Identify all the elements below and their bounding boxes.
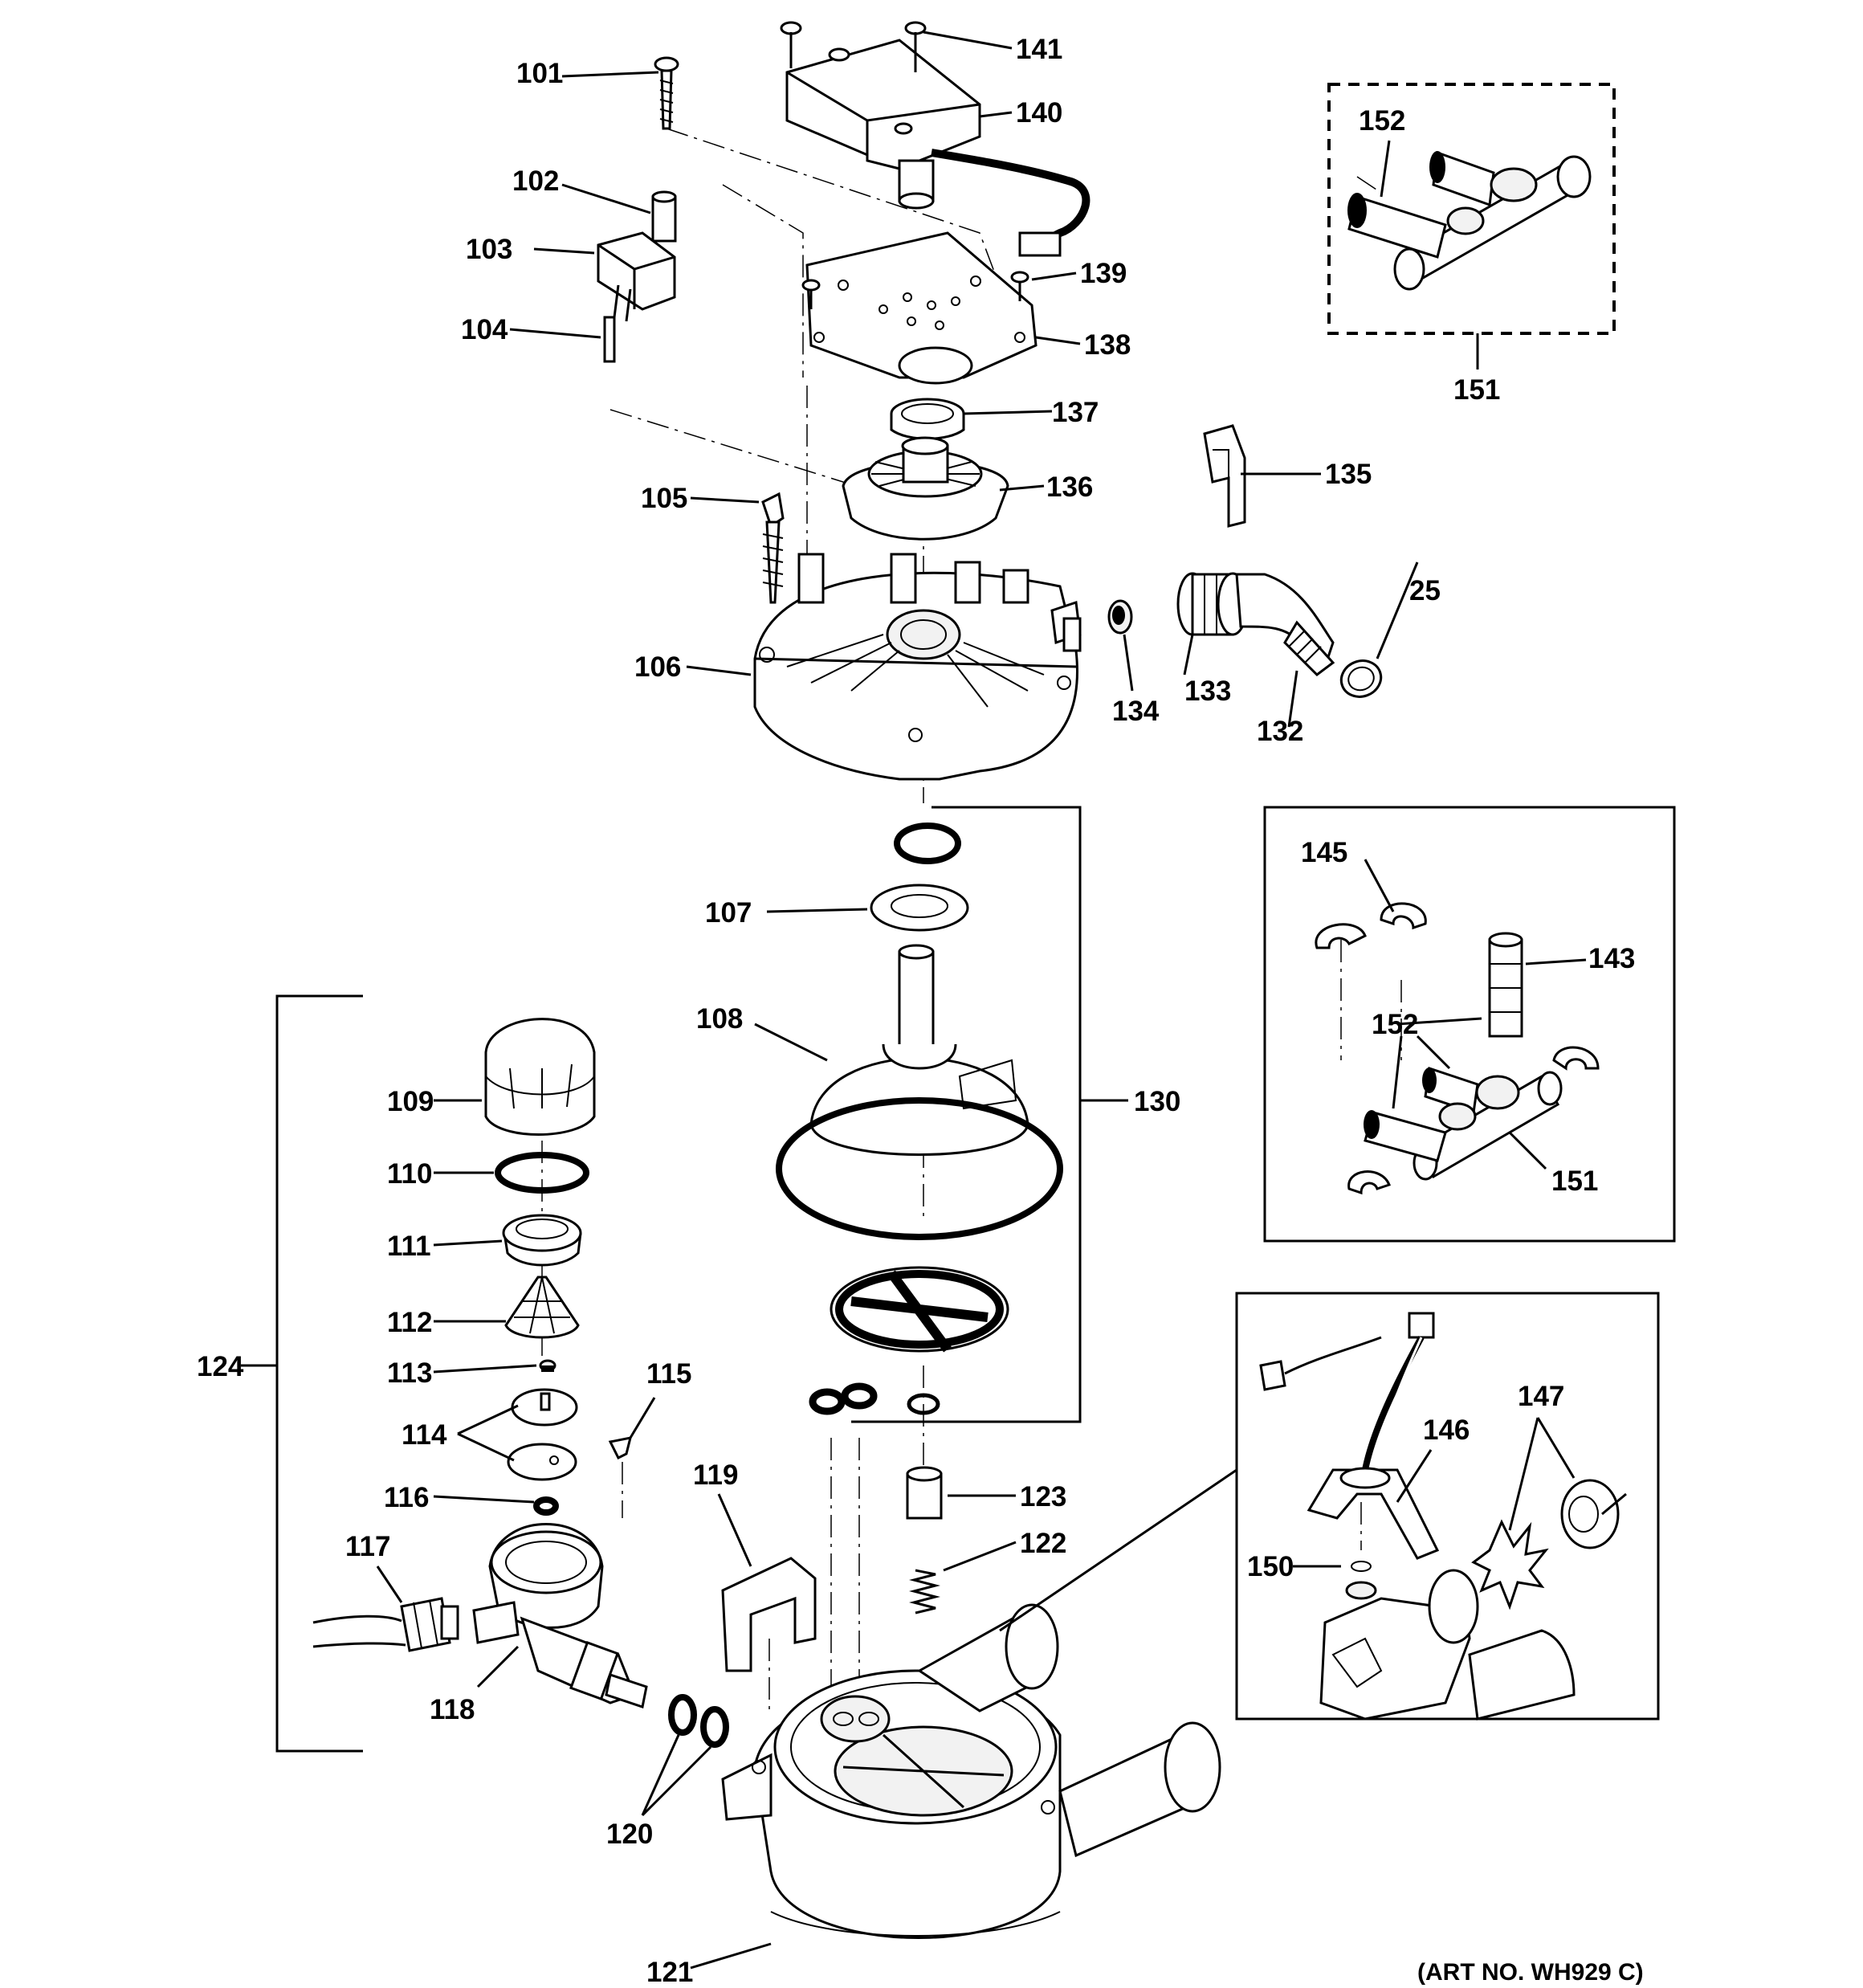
motor-140 <box>785 39 1090 257</box>
callout-102: 102 <box>512 165 559 197</box>
callout-103: 103 <box>466 234 512 265</box>
callout-151-box: 151 <box>1551 1165 1598 1197</box>
washer-107 <box>870 884 969 932</box>
fitting-143 <box>1488 932 1523 1038</box>
detail-box-turbine <box>1235 1292 1660 1721</box>
bracket-124 <box>275 994 363 1753</box>
seal-116 <box>533 1496 559 1516</box>
callout-145: 145 <box>1301 837 1347 868</box>
dashed-box-151 <box>1327 83 1616 335</box>
seal-134 <box>1107 599 1133 635</box>
spacer-102 <box>651 190 677 243</box>
o-rings-small <box>809 1382 940 1415</box>
screws-139 <box>801 271 1029 309</box>
callout-117: 117 <box>345 1531 390 1562</box>
callout-152-box: 152 <box>1372 1009 1418 1040</box>
detail-box-manifold <box>1263 806 1676 1243</box>
plates-114 <box>507 1388 578 1481</box>
callout-101: 101 <box>516 58 563 89</box>
callout-124: 124 <box>197 1351 244 1382</box>
callout-111: 111 <box>387 1231 431 1262</box>
o-ring-107a <box>894 823 961 864</box>
screen-115 <box>608 1436 633 1460</box>
callout-25: 25 <box>1409 575 1441 606</box>
art-number: (ART NO. WH929 C) <box>1417 1959 1644 1986</box>
callout-147: 147 <box>1518 1381 1564 1412</box>
callout-151-top: 151 <box>1453 374 1500 406</box>
sensor-146 <box>1259 1312 1440 1560</box>
callout-105: 105 <box>641 483 687 514</box>
switch-103 <box>597 231 676 322</box>
callout-137: 137 <box>1052 397 1099 428</box>
plate-138 <box>805 231 1037 385</box>
valve-body-detail <box>1319 1569 1576 1721</box>
callout-110: 110 <box>387 1158 432 1190</box>
callout-114: 114 <box>402 1419 447 1451</box>
manifold-151-box <box>1347 1046 1600 1195</box>
callout-152-top: 152 <box>1359 105 1405 137</box>
callout-130: 130 <box>1134 1086 1180 1117</box>
callout-118: 118 <box>430 1694 475 1725</box>
callout-133: 133 <box>1184 676 1231 707</box>
valve-body-121 <box>721 1603 1221 1939</box>
housing-106 <box>753 553 1082 781</box>
callout-119: 119 <box>693 1459 738 1491</box>
housing-118 <box>472 1523 648 1708</box>
callout-146: 146 <box>1423 1414 1470 1446</box>
callout-108: 108 <box>696 1003 743 1035</box>
pin-104 <box>603 316 616 363</box>
callout-132: 132 <box>1257 716 1303 747</box>
callout-139: 139 <box>1080 258 1127 289</box>
valve-disc-108 <box>809 944 1029 1156</box>
cap-109 <box>484 1018 596 1136</box>
callout-135: 135 <box>1325 459 1372 490</box>
manifold-151-top <box>1347 150 1592 291</box>
turbine-147 <box>1471 1479 1627 1610</box>
callout-107: 107 <box>705 897 752 929</box>
callout-143: 143 <box>1588 943 1635 974</box>
o-ring-110 <box>495 1152 589 1194</box>
callout-123: 123 <box>1020 1481 1066 1512</box>
ring-150 <box>1351 1561 1372 1572</box>
leader-to-detail <box>999 1468 1237 1632</box>
nut-117 <box>312 1597 459 1652</box>
callout-141: 141 <box>1016 34 1062 65</box>
callout-116: 116 <box>384 1482 429 1513</box>
seal-137 <box>890 398 965 440</box>
screen-112 <box>504 1276 580 1339</box>
callout-112: 112 <box>387 1307 432 1338</box>
o-rings-120 <box>668 1694 729 1748</box>
callout-138: 138 <box>1084 329 1131 361</box>
sleeve-123 <box>906 1466 943 1520</box>
clips-145 <box>1315 902 1427 949</box>
elbow-132 <box>1235 573 1335 676</box>
seat-111 <box>502 1214 582 1267</box>
screws-141 <box>780 21 927 72</box>
callout-115: 115 <box>646 1358 691 1390</box>
part-113 <box>539 1359 556 1372</box>
callout-136: 136 <box>1046 471 1093 503</box>
callout-122: 122 <box>1020 1528 1066 1559</box>
leader-lines <box>241 31 1587 1970</box>
callout-113: 113 <box>387 1357 432 1389</box>
callout-120: 120 <box>606 1819 653 1850</box>
callout-labels: 101 102 103 104 105 106 107 108 109 110 … <box>197 34 1644 1988</box>
callout-134: 134 <box>1112 696 1160 727</box>
callout-104: 104 <box>461 314 508 345</box>
screw-101 <box>654 56 679 130</box>
clamp-25 <box>1339 659 1383 698</box>
clip-119 <box>721 1557 817 1672</box>
callout-121: 121 <box>646 1957 693 1988</box>
callout-106: 106 <box>634 651 681 683</box>
clip-135 <box>1203 424 1246 528</box>
callout-150: 150 <box>1247 1551 1294 1582</box>
screw-105 <box>761 492 785 604</box>
callout-140: 140 <box>1016 97 1062 129</box>
spring-122 <box>909 1569 940 1614</box>
o-ring-large <box>776 1097 1063 1240</box>
gear-136 <box>842 436 1009 541</box>
seal-disc <box>830 1266 1009 1353</box>
callout-109: 109 <box>387 1086 434 1117</box>
